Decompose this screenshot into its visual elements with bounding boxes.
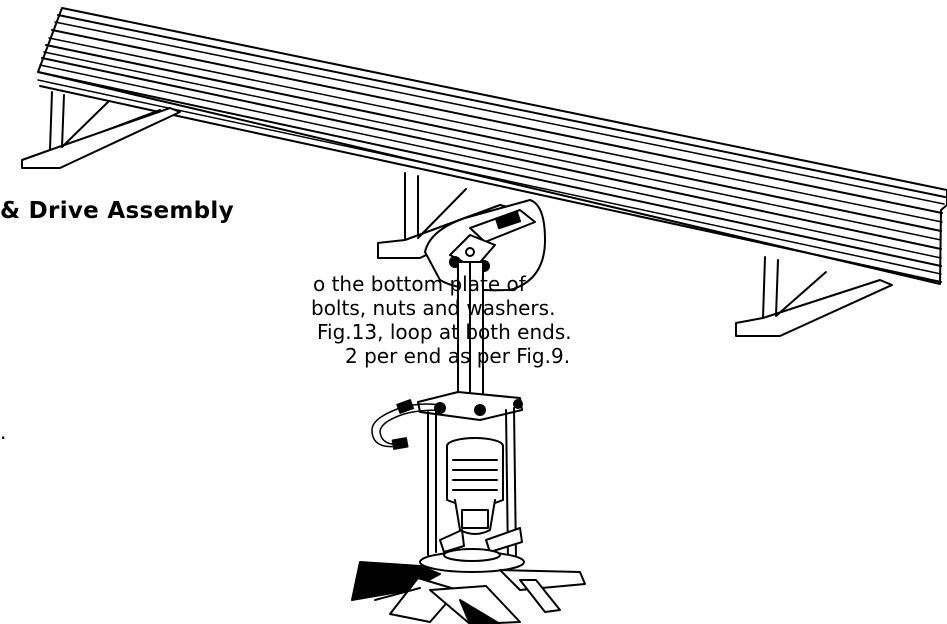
- propeller: [351, 561, 586, 624]
- instruction-line-1: o the bottom plate of: [313, 272, 526, 296]
- section-heading: & Drive Assembly: [0, 198, 234, 224]
- rail-beam: [37, 7, 947, 285]
- mount-bracket: [424, 199, 546, 292]
- instruction-line-2: bolts, nuts and washers.: [311, 296, 556, 320]
- wiring: [371, 399, 441, 450]
- instruction-line-5: .: [0, 420, 7, 444]
- motor-cage: [417, 391, 525, 573]
- support-leg-left: [21, 91, 181, 169]
- support-leg-right: [735, 256, 893, 337]
- instruction-line-4: 2 per end as per Fig.9.: [345, 344, 571, 368]
- drive-shaft: [457, 261, 484, 398]
- instruction-line-3: Fig.13, loop at both ends.: [317, 320, 572, 344]
